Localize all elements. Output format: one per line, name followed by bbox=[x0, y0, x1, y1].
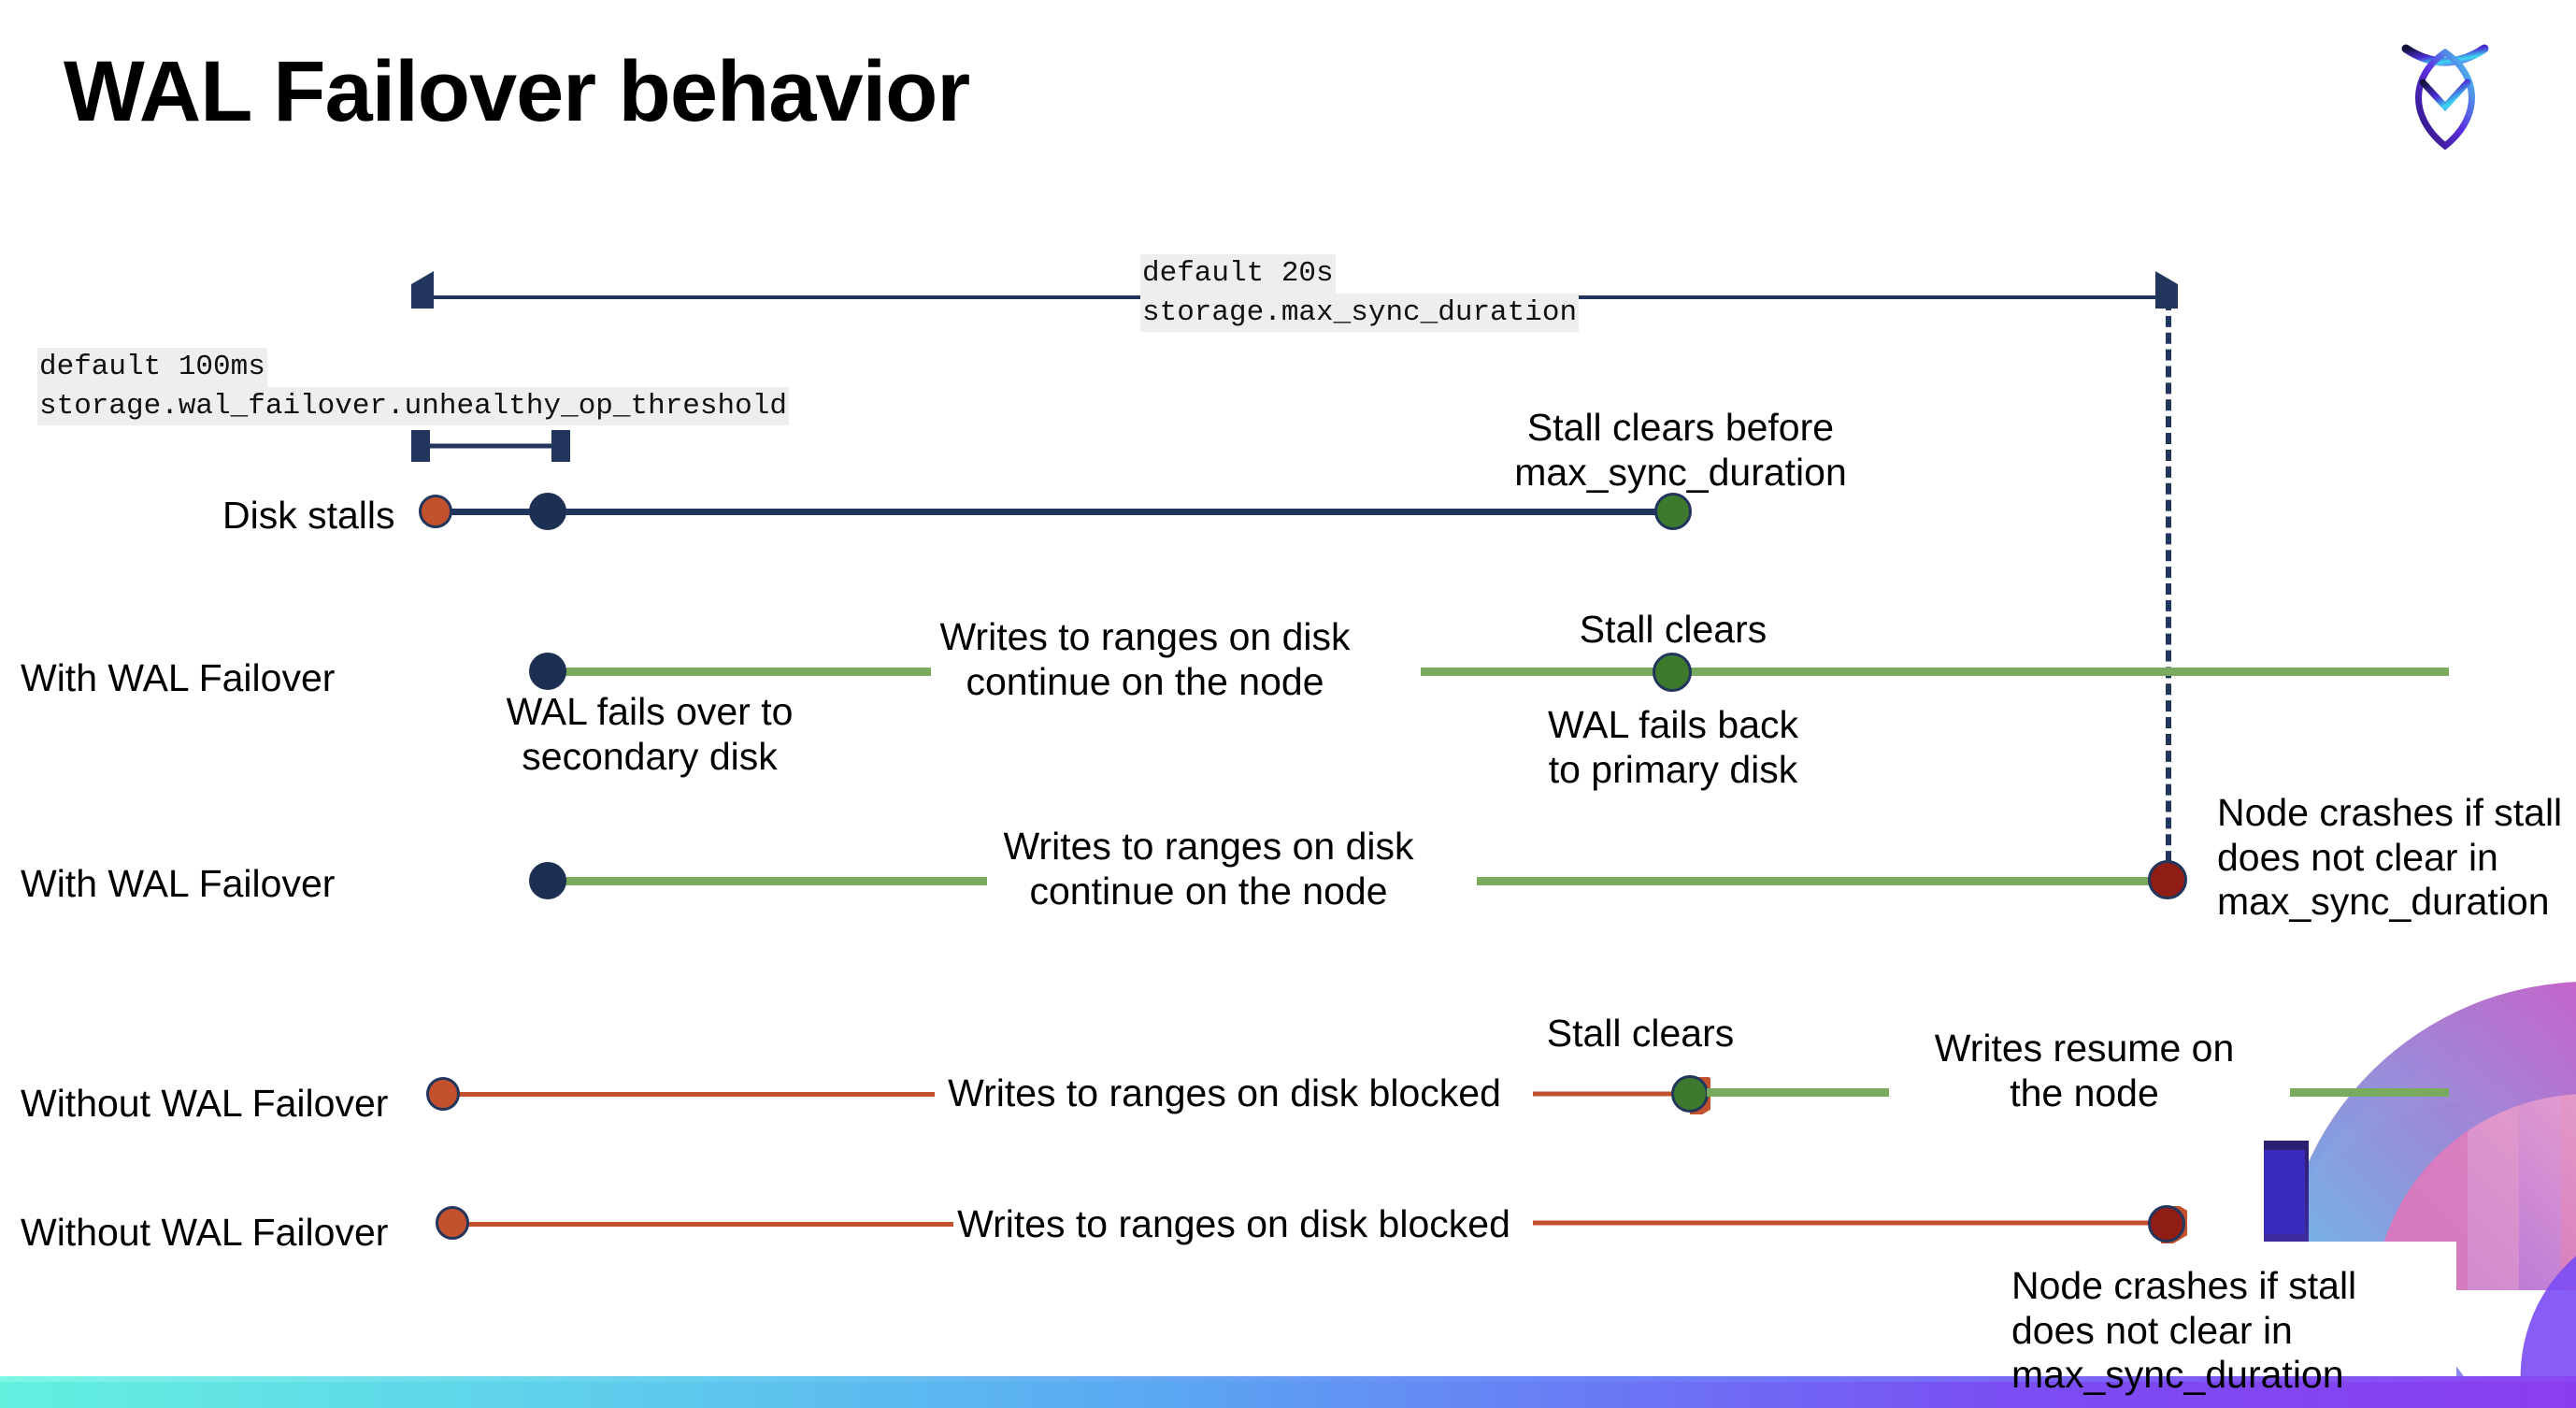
note-wal-fails-over: WAL fails over to secondary disk bbox=[506, 690, 794, 778]
without-wal-2-start-dot bbox=[436, 1206, 469, 1240]
without-wal-1-timeline-left bbox=[458, 1092, 935, 1097]
max-sync-duration-name-label: storage.max_sync_duration bbox=[1140, 293, 1580, 333]
note-writes-continue-2: Writes to ranges on disk continue on the… bbox=[1003, 825, 1414, 912]
without-wal-1-start-dot bbox=[426, 1077, 460, 1111]
without-wal-1-timeline-resume bbox=[1707, 1088, 1889, 1097]
row-label-disk-stalls: Disk stalls bbox=[222, 494, 395, 537]
note-node-crashes-1: Node crashes if stall does not clear in … bbox=[2217, 791, 2563, 924]
disk-stall-start-dot bbox=[419, 495, 452, 528]
without-wal-1-stall-clear-arrow bbox=[1533, 1077, 1710, 1114]
row-label-with-wal-failover-2: With WAL Failover bbox=[21, 862, 336, 905]
unhealthy-op-threshold-default-label: default 100ms bbox=[37, 348, 267, 387]
note-writes-blocked-2: Writes to ranges on disk blocked bbox=[957, 1202, 1510, 1245]
note-backdrop-left-strip bbox=[0, 1206, 1970, 1374]
wal-failover-1-start-dot bbox=[529, 653, 566, 690]
wal-failover-2-crash-dot bbox=[2148, 860, 2187, 899]
wal-failover-2-timeline-right bbox=[1477, 877, 2168, 885]
without-wal-1-cleared-dot bbox=[1671, 1075, 1709, 1113]
row-label-without-wal-failover-1: Without WAL Failover bbox=[21, 1082, 389, 1125]
note-writes-resume: Writes resume on the node bbox=[1934, 1027, 2235, 1114]
disk-stall-threshold-dot bbox=[529, 493, 566, 530]
wal-failover-1-cleared-dot bbox=[1653, 653, 1692, 692]
row-label-without-wal-failover-2: Without WAL Failover bbox=[21, 1211, 389, 1254]
without-wal-1-timeline-resume-far bbox=[2290, 1088, 2449, 1097]
row-label-with-wal-failover-1: With WAL Failover bbox=[21, 656, 336, 699]
note-writes-continue-1: Writes to ranges on disk continue on the… bbox=[939, 615, 1351, 703]
wal-failover-2-start-dot bbox=[529, 862, 566, 899]
without-wal-2-timeline-left bbox=[467, 1222, 953, 1227]
max-sync-duration-default-label: default 20s bbox=[1140, 254, 1336, 294]
bottom-accent-bar-upper bbox=[0, 1376, 2576, 1382]
disk-stall-cleared-dot bbox=[1654, 493, 1692, 530]
bottom-accent-bar bbox=[0, 1382, 2576, 1408]
wal-failover-1-timeline-left bbox=[548, 668, 931, 676]
unhealthy-op-threshold-labels: default 100ms storage.wal_failover.unhea… bbox=[37, 348, 789, 426]
disk-stalls-timeline bbox=[439, 509, 1673, 515]
wal-failover-1-timeline-right bbox=[1421, 668, 2449, 676]
note-wal-fails-back: WAL fails back to primary disk bbox=[1547, 703, 1799, 791]
unhealthy-op-threshold-name-label: storage.wal_failover.unhealthy_op_thresh… bbox=[37, 386, 789, 426]
note-stall-clears-2: Stall clears bbox=[1546, 1012, 1735, 1055]
unhealthy-op-threshold-span-arrow bbox=[411, 430, 570, 462]
note-stall-clears-1: Stall clears bbox=[1579, 608, 1767, 651]
cockroachdb-logo-icon bbox=[2401, 44, 2489, 150]
page-title: WAL Failover behavior bbox=[64, 44, 970, 139]
note-node-crashes-2: Node crashes if stall does not clear in … bbox=[2011, 1264, 2357, 1397]
wal-failover-2-timeline-left bbox=[548, 877, 987, 885]
note-stall-clears-before: Stall clears before max_sync_duration bbox=[1514, 406, 1847, 494]
max-sync-duration-labels: default 20s storage.max_sync_duration bbox=[1140, 254, 1580, 333]
max-sync-duration-dashed-guide bbox=[2166, 299, 2171, 879]
without-wal-2-crash-arrow bbox=[1533, 1206, 2187, 1243]
note-writes-blocked-1: Writes to ranges on disk blocked bbox=[948, 1071, 1501, 1114]
without-wal-2-crash-dot bbox=[2148, 1205, 2185, 1243]
